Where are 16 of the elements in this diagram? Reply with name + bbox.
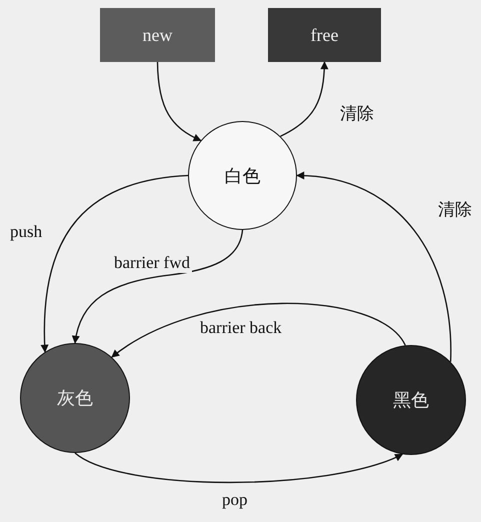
arrow bbox=[74, 452, 404, 484]
state-circle: 白色 bbox=[188, 121, 297, 230]
arrow bbox=[280, 61, 328, 137]
edge-label: 清除 bbox=[338, 104, 376, 124]
arrow bbox=[72, 230, 244, 344]
arrow bbox=[296, 172, 452, 362]
state-circle: 灰色 bbox=[20, 343, 130, 453]
edge-label: 清除 bbox=[436, 200, 474, 220]
process-box: free bbox=[268, 8, 381, 62]
state-circle: 黑色 bbox=[356, 345, 466, 455]
arrow bbox=[111, 302, 406, 358]
arrow bbox=[156, 62, 202, 142]
arrow bbox=[40, 174, 188, 353]
edge-label: push bbox=[8, 222, 44, 242]
edge-label: barrier fwd bbox=[112, 253, 192, 273]
process-box: new bbox=[100, 8, 215, 62]
